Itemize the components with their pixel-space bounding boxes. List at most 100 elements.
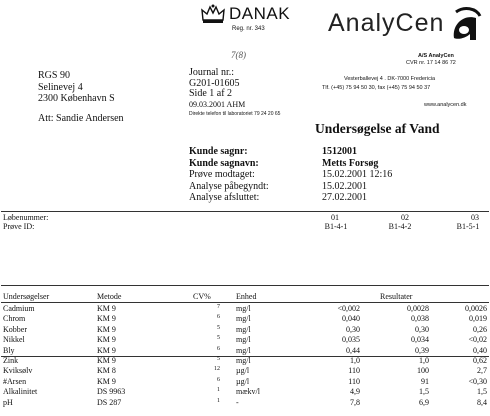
divider bbox=[1, 302, 489, 303]
company-web: www.analycen.dk bbox=[424, 102, 467, 108]
recipient-line-3: 2300 København S bbox=[38, 93, 115, 104]
sample-number: 01 bbox=[331, 213, 339, 222]
row-cv: 1 bbox=[217, 387, 220, 394]
row-result-3: 2,7 bbox=[477, 366, 487, 376]
row-method: KM 9 bbox=[97, 324, 116, 334]
row-result-2: 1,0 bbox=[419, 356, 429, 365]
company-legal-name: A/S AnalyCen bbox=[418, 53, 454, 59]
row-result-3: 0,019 bbox=[469, 314, 487, 324]
journal-label: Journal nr.: bbox=[189, 67, 234, 78]
recipient-attention: Att: Sandie Andersen bbox=[38, 113, 124, 124]
row-method: KM 9 bbox=[97, 335, 116, 345]
row-name: Alkalinitet bbox=[3, 387, 38, 397]
field-label: Prøve modtaget: bbox=[189, 169, 255, 180]
row-result-2: 100 bbox=[417, 366, 429, 376]
row-unit: mg/l bbox=[236, 356, 251, 365]
row-result-1: 7,8 bbox=[350, 397, 360, 407]
journal-page: Side 1 af 2 bbox=[189, 88, 233, 99]
field-label: Analyse afsluttet: bbox=[189, 192, 260, 203]
row-result-3: <0,02 bbox=[468, 335, 487, 345]
journal-number: G201-01605 bbox=[189, 77, 240, 89]
field-value: 15.02.2001 12:16 bbox=[322, 169, 393, 180]
company-phone: Tlf. (+45) 75 94 50 30, fax (+45) 75 94 … bbox=[322, 85, 431, 91]
field-label: Kunde sagnavn: bbox=[189, 157, 259, 169]
row-result-3: 1,5 bbox=[477, 387, 487, 397]
crown-logo-icon bbox=[201, 4, 225, 23]
row-unit: mg/l bbox=[236, 345, 251, 355]
row-unit: mg/l bbox=[236, 324, 251, 334]
row-unit: µg/l bbox=[236, 366, 250, 376]
field-label: Kunde sagnr: bbox=[189, 146, 248, 157]
sample-id: B1-4-2 bbox=[388, 222, 412, 231]
row-result-3: 0,26 bbox=[473, 324, 487, 334]
row-cv: 7 bbox=[217, 304, 220, 310]
field-labels: Kunde sagnr: Kunde sagnavn: Prøve modtag… bbox=[189, 146, 269, 204]
row-cv: 5 bbox=[217, 335, 220, 342]
analycen-logo-text: AnalyCen bbox=[328, 9, 445, 37]
header-undersogelser: Undersøgelser bbox=[3, 292, 50, 301]
row-result-1: 4,9 bbox=[350, 387, 360, 397]
row-result-2: 0,39 bbox=[415, 345, 429, 355]
analycen-logo-icon bbox=[446, 4, 486, 44]
header-cv: CV% bbox=[193, 292, 211, 301]
sample-id: B1-5-1 bbox=[456, 222, 480, 231]
row-method: KM 9 bbox=[97, 356, 116, 365]
divider bbox=[1, 211, 489, 212]
document-title: Undersøgelse af Vand bbox=[315, 121, 440, 136]
row-unit: mg/l bbox=[236, 314, 251, 324]
danak-logo-text: DANAK bbox=[229, 4, 291, 23]
recipient-line-2: Selinevej 4 bbox=[38, 81, 83, 93]
row-method: KM 9 bbox=[97, 376, 116, 386]
row-result-1: 0,040 bbox=[342, 314, 360, 324]
row-method: KM 9 bbox=[97, 304, 116, 313]
row-result-2: 91 bbox=[421, 376, 429, 386]
row-result-1: 1,0 bbox=[350, 356, 360, 365]
sample-id: B1-4-1 bbox=[324, 222, 348, 231]
row-result-1: 0,44 bbox=[346, 345, 360, 355]
row-result-2: 0,034 bbox=[411, 335, 429, 345]
row-result-3: 8,4 bbox=[477, 397, 487, 407]
field-label: Analyse påbegyndt: bbox=[189, 180, 269, 192]
header-metode: Metode bbox=[97, 292, 122, 301]
row-method: KM 9 bbox=[97, 345, 116, 355]
field-values: 1512001 Metts Forsøg 15.02.2001 12:16 15… bbox=[322, 146, 392, 204]
row-name: Kobber bbox=[3, 324, 27, 334]
row-cv: 1 bbox=[217, 397, 220, 404]
row-unit: mg/l bbox=[236, 335, 251, 345]
row-result-1: 110 bbox=[348, 366, 360, 376]
row-name: pH bbox=[3, 397, 13, 407]
row-result-2: 0,30 bbox=[415, 324, 429, 334]
row-result-2: 6,9 bbox=[419, 397, 429, 407]
row-result-2: 1,5 bbox=[419, 387, 429, 397]
row-name: #Arsen bbox=[3, 376, 27, 386]
company-cvr: CVR nr. 17 14 86 72 bbox=[406, 60, 456, 66]
field-value: 1512001 bbox=[322, 146, 357, 157]
row-cv: 6 bbox=[217, 345, 220, 352]
row-method: DS 287 bbox=[97, 397, 122, 407]
sample-number: 02 bbox=[401, 213, 409, 222]
row-name: Cadmium bbox=[3, 304, 35, 313]
journal-block: Journal nr.: G201-01605 Side 1 af 2 09.0… bbox=[189, 67, 245, 110]
row-cv: 6 bbox=[217, 376, 220, 383]
sample-number: 03 bbox=[471, 213, 479, 222]
field-value: 15.02.2001 bbox=[322, 180, 367, 192]
journal-direct-phone: Direkte telefon til laboratoriet 79 24 2… bbox=[189, 111, 281, 117]
row-cv: 5 bbox=[217, 324, 220, 331]
row-name: Nikkel bbox=[3, 335, 25, 345]
handwritten-note: 7(8) bbox=[231, 50, 246, 60]
row-result-1: 110 bbox=[348, 376, 360, 386]
row-method: DS 9963 bbox=[97, 387, 126, 397]
row-method: KM 9 bbox=[97, 314, 116, 324]
divider bbox=[1, 355, 489, 357]
row-result-3: 0,62 bbox=[473, 356, 487, 365]
recipient-address: RGS 90 Selinevej 4 2300 København S bbox=[38, 70, 115, 105]
row-cv: 5 bbox=[217, 356, 220, 362]
row-result-3: 0,0026 bbox=[465, 304, 487, 313]
row-result-2: 0,0028 bbox=[407, 304, 429, 313]
row-result-3: 0,40 bbox=[473, 345, 487, 355]
header-enhed: Enhed bbox=[236, 292, 257, 301]
row-unit: mg/l bbox=[236, 304, 251, 313]
row-name: Zink bbox=[3, 356, 19, 365]
row-name: Chrom bbox=[3, 314, 26, 324]
row-unit: µg/l bbox=[236, 376, 250, 386]
